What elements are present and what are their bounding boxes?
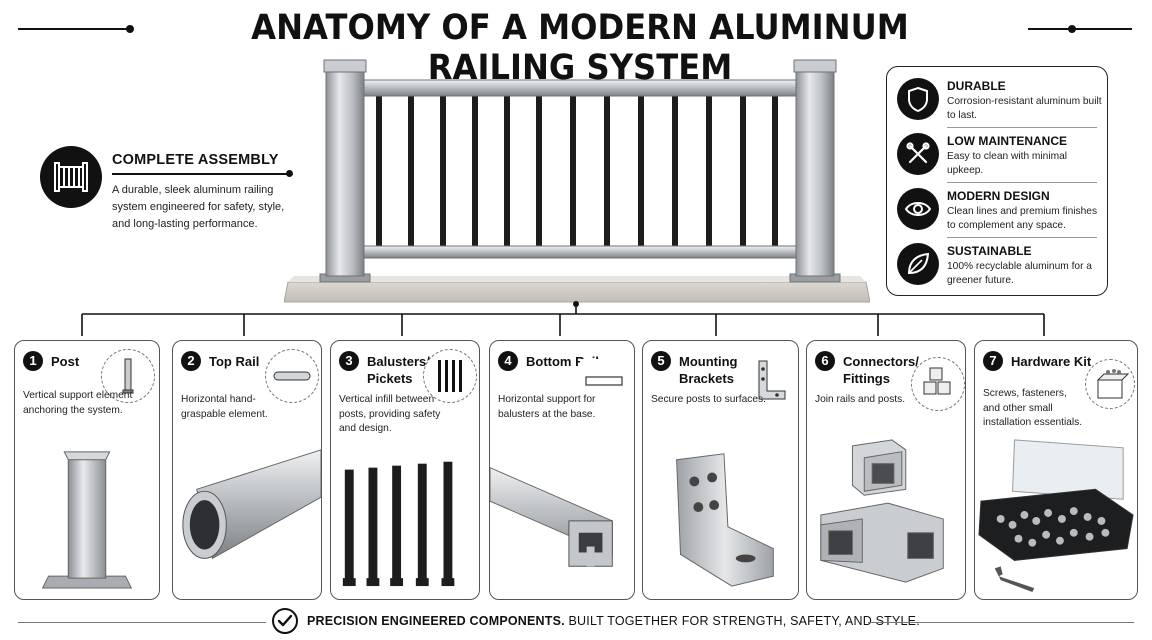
feature-separator [947,182,1097,183]
component-number: 3 [339,351,359,371]
component-number: 1 [23,351,43,371]
hardware-box-icon [1085,359,1135,409]
assembly-leader-dot [286,170,293,177]
footer-text-bold: PRECISION ENGINEERED COMPONENTS. [307,614,565,628]
bottom-rail-icon [580,359,630,403]
component-description: Vertical infill between posts, providing… [339,394,441,434]
checkmark-icon [272,608,298,634]
features-panel: DURABLE Corrosion-resistant aluminum bui… [886,66,1108,296]
leaf-icon [897,243,939,285]
component-card-balusters: 3 Balusters/ Pickets Vertical infill bet… [330,340,480,600]
connectors-photo [820,439,944,583]
component-card-post: 1 Post Vertical support element anchorin… [14,340,160,600]
feature-separator [947,127,1097,128]
feature-name: SUSTAINABLE [947,244,1032,258]
title-divider-dot-left [126,25,134,33]
component-number: 5 [651,351,671,371]
component-number: 6 [815,351,835,371]
eye-icon [897,188,939,230]
component-number: 4 [498,351,518,371]
component-description: Secure posts to surfaces. [651,394,766,405]
balusters-photo [342,461,455,587]
component-description: Join rails and posts. [815,394,906,405]
shield-icon [897,78,939,120]
feature-name: DURABLE [947,79,1006,93]
left-post [325,67,365,277]
right-post [795,67,835,277]
component-name: Hardware Kit [1011,354,1092,369]
component-description: Vertical support element anchoring the s… [23,390,133,416]
concrete-base [284,281,870,303]
mounting-bracket-photo [676,453,774,587]
bottom-rail [349,245,805,259]
component-card-top-rail: 2 Top Rail Horizontal hand-graspable ele… [172,340,322,600]
bracket-icon [745,355,795,405]
footer-divider-right [868,622,1134,624]
feature-description: Easy to clean with minimal upkeep. [947,151,1068,176]
component-connector-lines [81,301,1045,336]
post-photo [41,451,133,589]
component-number: 7 [983,351,1003,371]
component-description: Horizontal support for balusters at the … [498,394,596,420]
feature-description: 100% recyclable aluminum for a greener f… [947,261,1092,286]
title-row: ANATOMY OF A MODERN ALUMINUM RAILING SYS… [0,6,1152,88]
post-icon [101,349,155,403]
assembly-description: A durable, sleek aluminum railing system… [112,184,285,230]
footer-text: PRECISION ENGINEERED COMPONENTS. BUILT T… [307,614,920,628]
balusters-icon [423,349,477,403]
component-name: Top Rail [209,354,260,369]
feature-description: Clean lines and premium finishes to comp… [947,206,1098,231]
bottom-rail-photo [490,467,613,567]
assembly-heading: COMPLETE ASSEMBLY [112,152,279,168]
title-divider-right [1028,28,1132,30]
feature-name: LOW MAINTENANCE [947,134,1067,148]
component-card-connectors: 6 Connectors/ Fittings Join rails and po… [806,340,966,600]
footer-divider-left [18,622,266,624]
top-rail-photo [182,449,321,560]
title-divider-left [18,28,128,30]
feature-description: Corrosion-resistant aluminum built to la… [947,96,1102,121]
component-name: Balusters/ Pickets [367,354,430,386]
component-card-mounting-brackets: 5 Mounting Brackets Secure posts to surf… [642,340,799,600]
feature-separator [947,237,1097,238]
railing-icon [40,146,102,208]
tools-icon [897,133,939,175]
feature-modern-design: MODERN DESIGN Clean lines and premium fi… [895,183,1101,237]
component-number: 2 [181,351,201,371]
footer-tagline: PRECISION ENGINEERED COMPONENTS. BUILT T… [0,606,1152,636]
footer-text-regular: BUILT TOGETHER FOR STRENGTH, SAFETY, AND… [564,614,920,628]
component-description: Screws, fasteners, and other small insta… [983,388,1083,428]
component-description: Horizontal hand-graspable element. [181,394,268,420]
component-name: Post [51,354,80,369]
component-card-bottom-rail: 4 Bottom Rail Horizontal support for bal… [489,340,635,600]
component-card-hardware-kit: 7 Hardware Kit Screws, fasteners, and ot… [974,340,1138,600]
feature-low-maintenance: LOW MAINTENANCE Easy to clean with minim… [895,128,1101,182]
feature-durable: DURABLE Corrosion-resistant aluminum bui… [895,73,1102,127]
top-rail [349,79,805,97]
railing-illustration [284,59,870,303]
component-name: Connectors/ Fittings [843,354,919,386]
rail-tube-icon [265,349,319,403]
connector-cubes-icon [911,357,965,411]
component-name: Mounting Brackets [679,354,738,386]
hardware-kit-photo [978,439,1134,593]
page-title: ANATOMY OF A MODERN ALUMINUM RAILING SYS… [251,8,909,88]
complete-assembly-callout: COMPLETE ASSEMBLY A durable, sleek alumi… [40,146,300,236]
baluster-group [376,96,778,248]
feature-name: MODERN DESIGN [947,189,1050,203]
assembly-leader-line [112,173,288,175]
feature-sustainable: SUSTAINABLE 100% recyclable aluminum for… [895,238,1101,292]
